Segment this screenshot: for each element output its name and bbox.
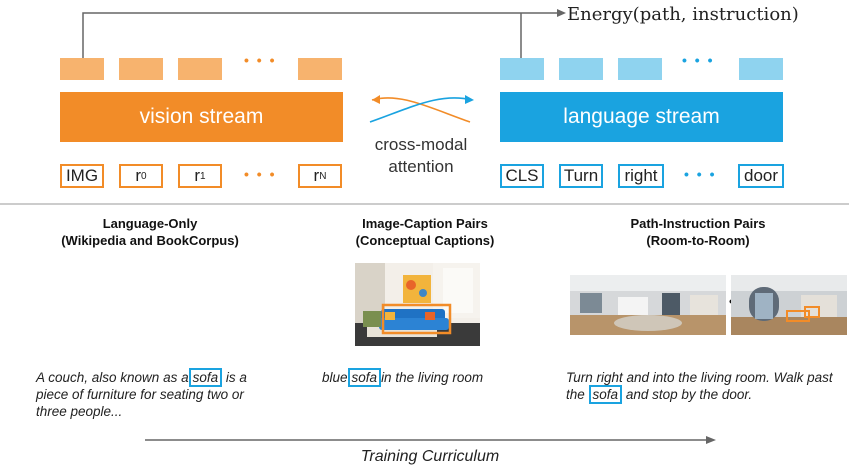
training-curriculum-label: Training Curriculum (360, 448, 500, 465)
language-token-square (618, 58, 662, 80)
vision-stream: vision stream (60, 92, 343, 142)
language-token-door: door (738, 164, 784, 188)
language-token-square (559, 58, 603, 80)
highlight-sofa: sofa (588, 385, 623, 404)
section-title-language-only: Language-Only(Wikipedia and BookCorpus) (61, 216, 239, 248)
vision-token-square (178, 58, 222, 80)
highlight-sofa: sofa (188, 368, 223, 387)
language-token-square (500, 58, 544, 80)
vision-token-square (60, 58, 104, 80)
language-token-right: right (618, 164, 664, 188)
caption-path-instruction: Turn right and into the living room. Wal… (566, 370, 833, 404)
vision-token-img: IMG (60, 164, 104, 188)
panorama-image-1 (570, 275, 726, 335)
energy-label: Energy(path, instruction) (567, 4, 799, 25)
language-stream: language stream (500, 92, 783, 142)
language-token-square (739, 58, 783, 80)
language-token-turn: Turn (559, 164, 603, 188)
cross-modal-line2: attention (388, 157, 454, 176)
section-title-image-caption: Image-Caption Pairs(Conceptual Captions) (355, 216, 495, 248)
vision-ellipsis: • • • (244, 52, 277, 68)
vision-token-ellipsis: • • • (244, 166, 277, 182)
language-token-ellipsis: • • • (684, 166, 717, 182)
language-token-cls: CLS (500, 164, 544, 188)
vision-token-square (119, 58, 163, 80)
language-ellipsis: • • • (682, 52, 715, 68)
cross-modal-line1: cross-modal (374, 135, 468, 154)
vision-token-square (298, 58, 342, 80)
highlight-sofa: sofa (347, 368, 382, 387)
section-title-path-instruction: Path-Instruction Pairs(Room-to-Room) (630, 216, 766, 248)
cross-modal-label: cross-modal attention (355, 134, 487, 178)
living-room-image (355, 263, 480, 346)
panorama-image-2 (731, 275, 847, 335)
